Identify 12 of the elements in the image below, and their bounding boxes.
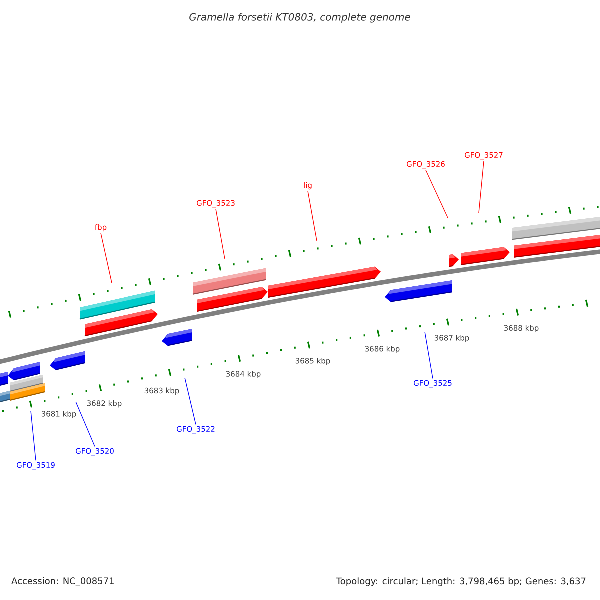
- leader-line: [424, 332, 434, 379]
- leader-line: [216, 209, 226, 260]
- leader-line: [76, 402, 96, 447]
- footer-text: Topology: circular; Length: 3,798,465 bp; Genes: 3,637: [336, 578, 586, 586]
- leader-line: [100, 232, 112, 284]
- footer-text: Accession: NC_008571: [12, 578, 114, 586]
- leader-line: [308, 190, 318, 242]
- leader-line: [184, 378, 196, 425]
- leader-line: [478, 161, 484, 214]
- leader-line: [30, 410, 36, 461]
- title: Gramella forsetii KT0803, complete genome: [190, 13, 410, 23]
- leader-line: [426, 170, 448, 218]
